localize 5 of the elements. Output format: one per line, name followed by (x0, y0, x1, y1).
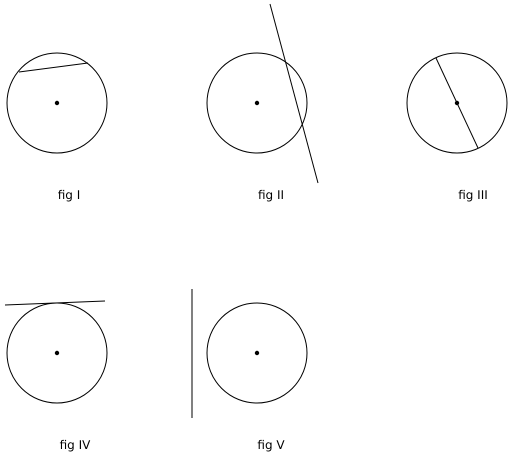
figure-caption: fig I (58, 188, 80, 202)
figure-caption: fig V (257, 438, 285, 452)
figure-caption: fig II (258, 188, 284, 202)
figure-caption: fig III (458, 188, 488, 202)
figure-caption: fig IV (60, 438, 90, 452)
